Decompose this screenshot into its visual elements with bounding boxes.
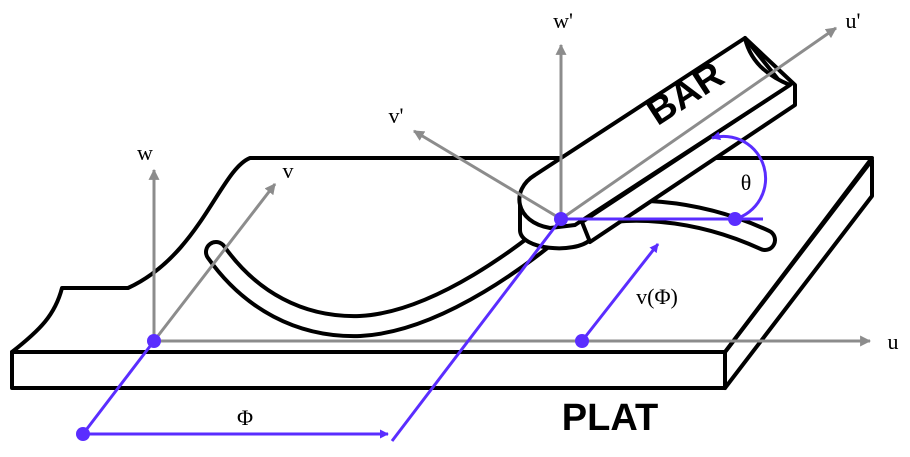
label-v: v: [283, 158, 294, 183]
proj-line-origin: [81, 340, 156, 435]
theta-arc: [711, 131, 768, 221]
points: [76, 212, 742, 441]
curved-strip: [204, 198, 777, 339]
origin-point: [147, 334, 161, 348]
u-axis-point: [575, 334, 589, 348]
label-w-prime: w': [553, 8, 573, 33]
phi-start-point: [76, 427, 90, 441]
label-plat: PLAT: [562, 397, 658, 439]
label-theta: θ: [741, 170, 752, 195]
axis-v: [152, 183, 277, 342]
v-phi-arrow: [580, 243, 660, 342]
axis-v-prime: [413, 129, 562, 221]
bar-top: [517, 36, 792, 230]
plate-axes: [148, 168, 872, 347]
label-phi: Φ: [237, 405, 253, 430]
axis-u-prime: [560, 26, 837, 221]
proj-line-bar: [390, 218, 563, 442]
bar-origin-point: [554, 212, 568, 226]
bar-axes: [413, 26, 837, 221]
label-v-prime: v': [389, 103, 404, 128]
label-v-phi: v(Φ): [636, 284, 678, 309]
bar: [517, 36, 797, 251]
label-u-prime: u': [846, 8, 861, 33]
label-w: w: [137, 140, 153, 165]
label-u: u: [888, 329, 899, 354]
plate-front-face: [10, 350, 727, 390]
theta-point: [728, 212, 742, 226]
